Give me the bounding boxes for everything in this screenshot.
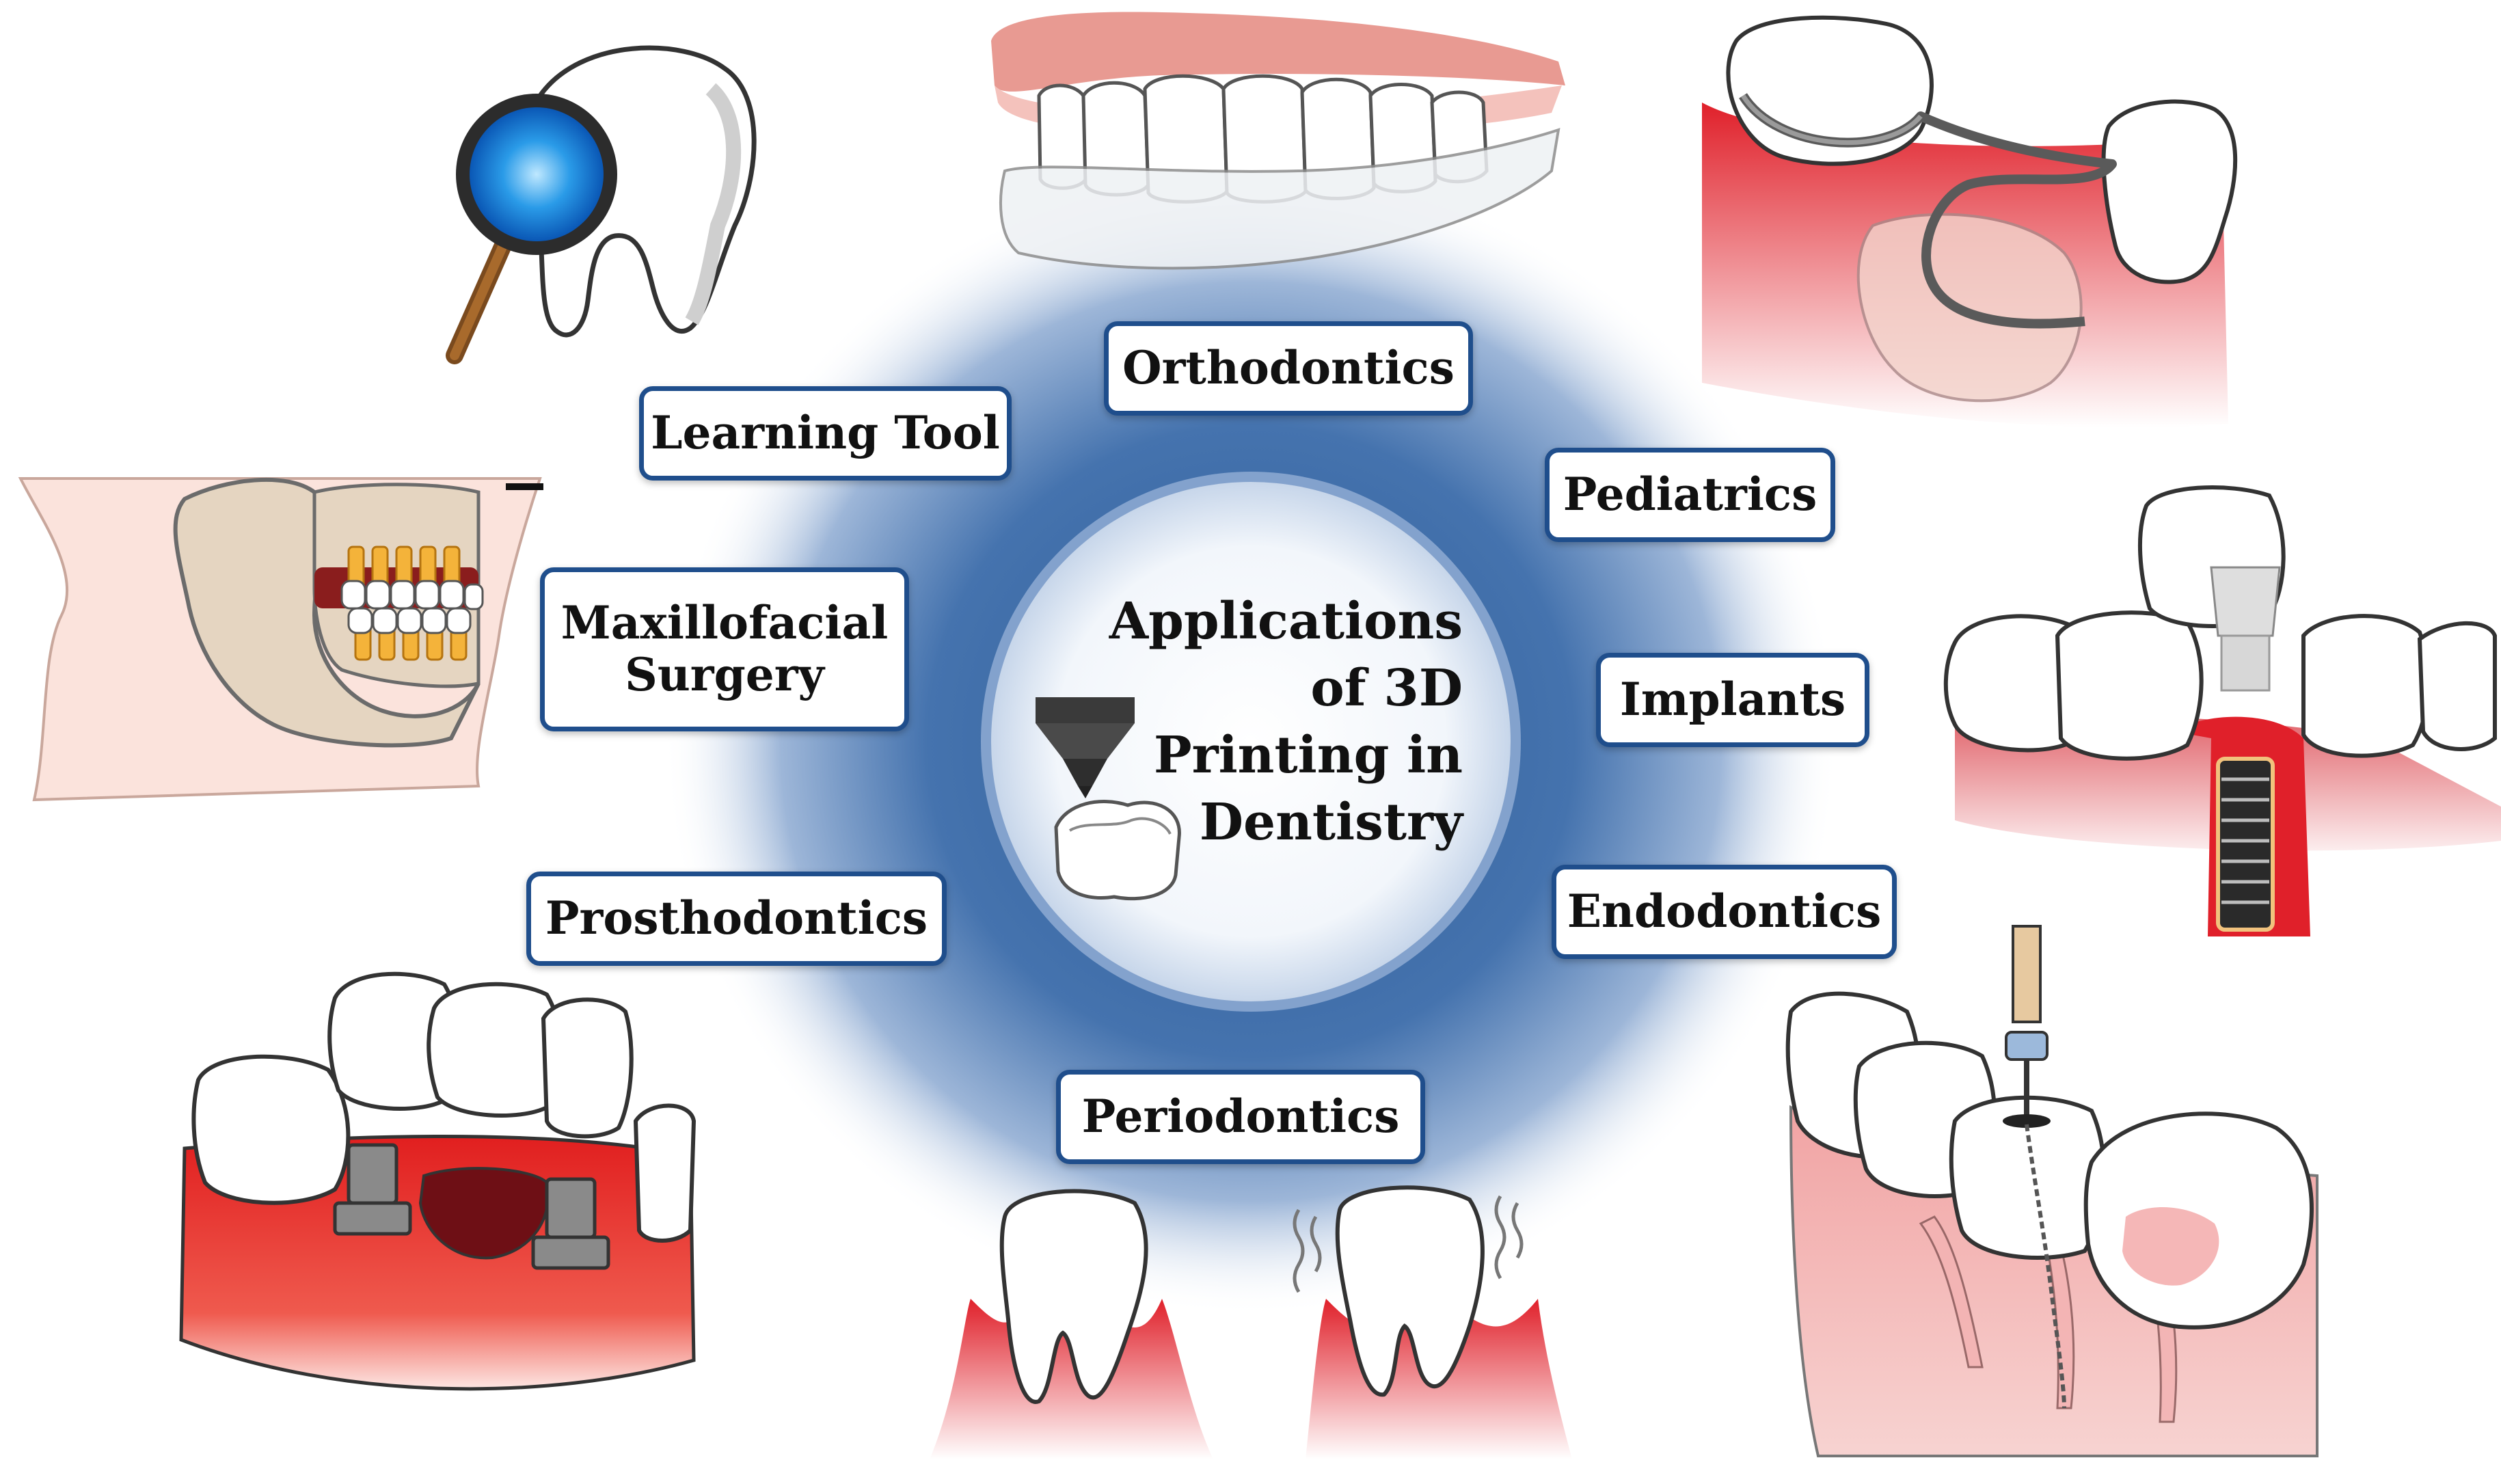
center-title-line-2: of 3D [1310, 659, 1463, 718]
label-maxillofacial-text-2: Surgery [625, 648, 824, 701]
root-canal-icon [1785, 925, 2319, 1457]
label-implants: Implants [1596, 653, 1869, 747]
label-pediatrics: Pediatrics [1545, 448, 1835, 542]
center-title: Applications of 3D Printing in Dentistry [1066, 588, 1463, 856]
center-title-line-3: Printing in [1153, 726, 1463, 785]
label-endodontics: Endodontics [1552, 865, 1897, 959]
implant-bridge-icon [179, 971, 697, 1391]
label-learning-tool: Learning Tool [639, 386, 1012, 481]
label-periodontics: Periodontics [1056, 1070, 1425, 1164]
space-maintainer-icon [1702, 15, 2238, 428]
label-implants-text: Implants [1619, 673, 1846, 727]
clear-aligner-icon [991, 12, 1565, 270]
label-prosthodontics-text: Prosthodontics [545, 891, 928, 945]
tooth-magnifier-icon [446, 45, 757, 364]
label-pediatrics-text: Pediatrics [1563, 468, 1817, 522]
skull-jaw-icon [18, 477, 543, 802]
label-periodontics-text: Periodontics [1081, 1090, 1400, 1144]
label-maxillofacial-surgery: Maxillofacial Surgery [540, 567, 909, 731]
center-title-line-4: Dentistry [1199, 793, 1463, 852]
3d-printer-nozzle-icon [1036, 697, 1181, 901]
label-prosthodontics: Prosthodontics [526, 872, 947, 966]
label-endodontics-text: Endodontics [1567, 885, 1882, 939]
dental-implant-icon [1943, 485, 2501, 936]
label-orthodontics-text: Orthodontics [1122, 341, 1455, 395]
label-learning-tool-text: Learning Tool [651, 406, 1000, 460]
periodontal-teeth-icon [930, 1185, 1572, 1459]
label-maxillofacial-text-1: Maxillofacial [560, 596, 889, 650]
label-orthodontics: Orthodontics [1104, 321, 1473, 416]
center-title-line-1: Applications [1109, 592, 1463, 651]
